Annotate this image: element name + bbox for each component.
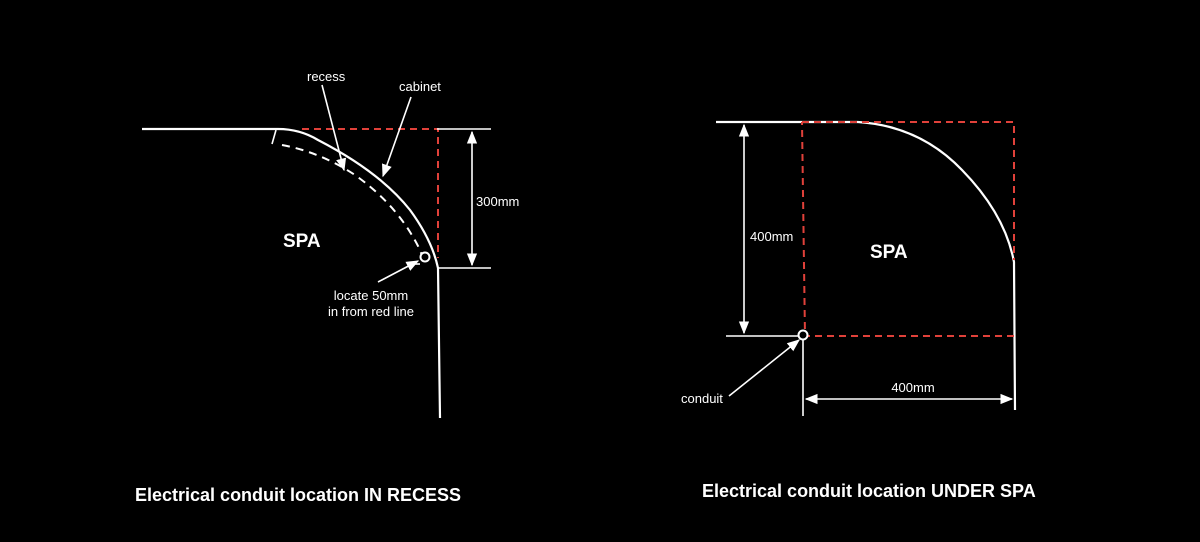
left-label-locate-line2: in from red line [328,304,414,319]
right-red-dashed-square [801,121,1015,337]
right-spa-curved-outline [857,120,1017,411]
right-label-horizontal-dimension: 400mm [891,380,934,395]
right-diagram: 400mm SPA 400mm conduit Electrical condu… [681,120,1036,501]
right-label-conduit: conduit [681,391,723,406]
left-recess-start-tick [271,129,277,145]
right-conduit-circle [797,329,809,341]
left-label-recess: recess [307,69,346,84]
left-label-spa: SPA [283,231,321,252]
left-label-locate-line1: locate 50mm [334,288,408,303]
right-caption: Electrical conduit location UNDER SPA [702,481,1036,501]
left-recess-leader [321,84,347,172]
right-conduit-leader [728,339,800,397]
left-conduit-circle [419,251,431,263]
left-label-cabinet: cabinet [399,79,441,94]
left-diagram: recess cabinet SPA 300mm locate 50mm in … [135,69,519,505]
left-cabinet-outline [277,127,442,419]
left-label-dimension: 300mm [476,194,519,209]
right-label-spa: SPA [870,242,908,263]
left-recess-dashed-arc [281,144,423,257]
left-cabinet-leader [382,96,412,178]
left-caption: Electrical conduit location IN RECESS [135,485,461,505]
left-red-dashed-boundary [302,128,439,258]
left-locate-leader [377,260,420,283]
right-label-vertical-dimension: 400mm [750,229,793,244]
